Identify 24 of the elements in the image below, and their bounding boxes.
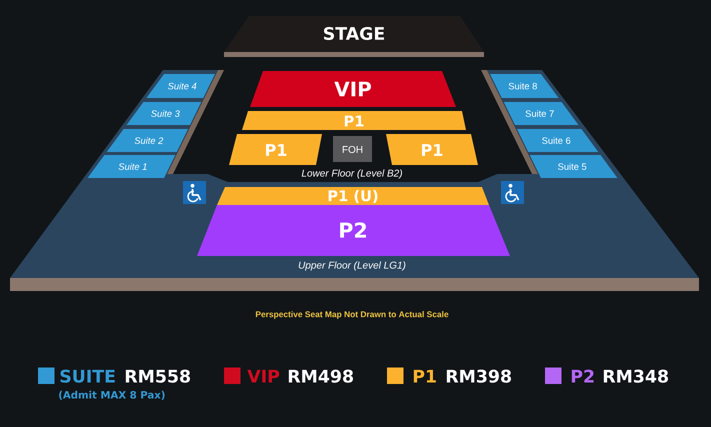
suite-box: Suite 5 [530,155,618,178]
price-label: RM398 [446,370,511,383]
seat-section: P1 (U) [217,187,489,205]
suite-box: Suite 8 [490,74,559,98]
legend-label: VIP [247,370,280,382]
note-text: Perspective Seat Map Not Drawn to Actual Scale [256,311,448,319]
suite-box: Suite 2 [106,129,188,152]
price-label: RM558 [126,370,190,383]
suite-box: Suite 6 [516,129,598,152]
seat-section: P2 [197,205,510,256]
note-text: (Admit MAX 8 Pax) [59,390,165,400]
legend-label: P2 [572,370,594,382]
booth-box: FOH [333,136,372,162]
price-label: RM498 [288,370,353,383]
seat-section: P1 [242,111,466,130]
legend-label: P1 [414,370,436,382]
suite-box: Suite 4 [146,74,215,98]
suite-box: Suite 1 [88,155,176,178]
legend-label: SUITE [60,370,115,383]
suite-box: Suite 3 [126,102,202,125]
suite-box: Suite 7 [504,102,578,125]
price-label: RM348 [604,370,668,383]
seat-section: VIP [250,71,456,107]
node-label: Lower Floor (Level B2) [302,169,402,179]
